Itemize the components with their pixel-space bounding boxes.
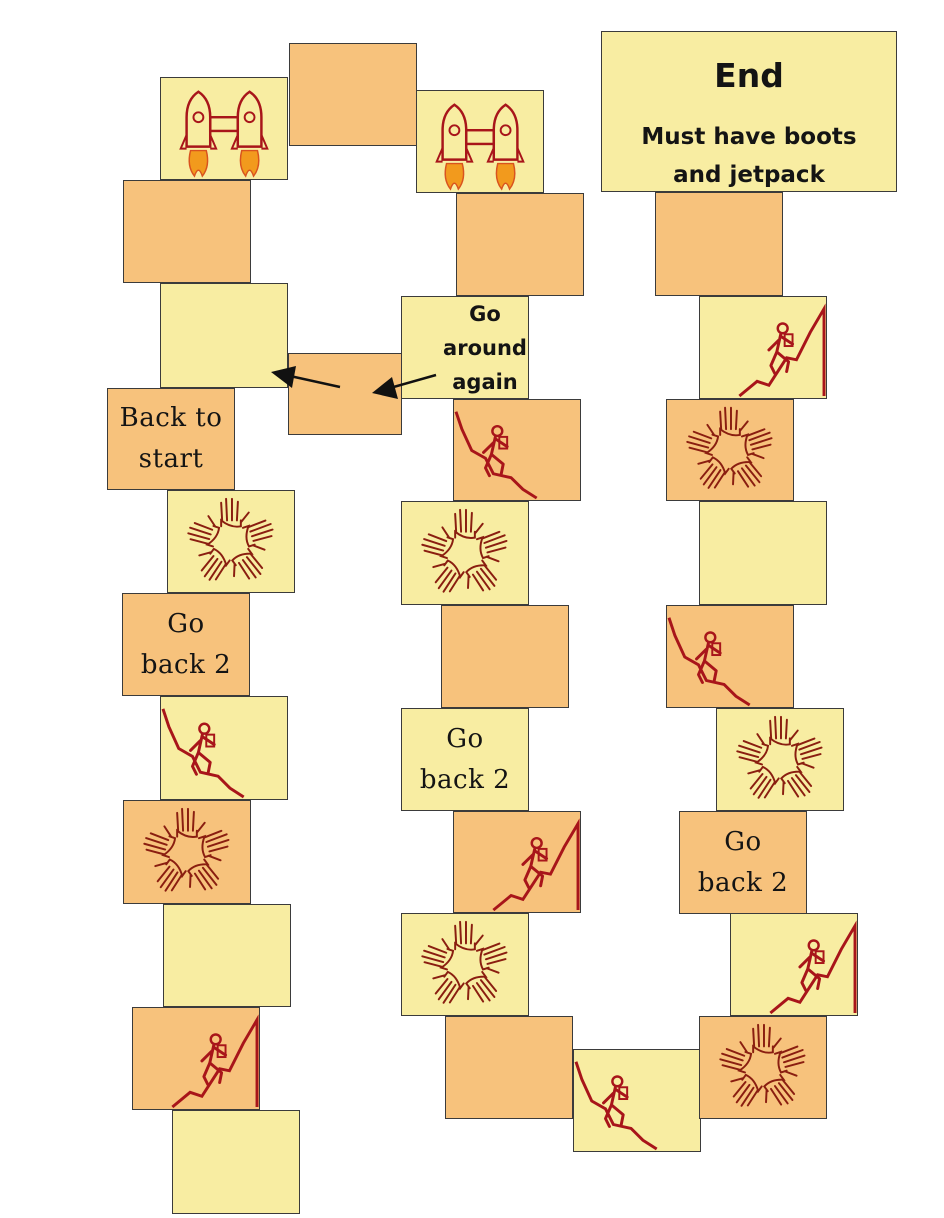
board-square: [172, 1110, 300, 1214]
back-to-start-label: Back to start: [119, 403, 223, 474]
jetpack-icon: [179, 90, 269, 178]
hands-square: [716, 708, 844, 811]
hands-square: [167, 490, 295, 593]
climber-square: [453, 811, 581, 913]
hands-square: [401, 501, 529, 605]
climber-square: [573, 1049, 701, 1152]
climber-icon: [738, 303, 826, 398]
climber-square: [730, 913, 858, 1016]
go-around-again-square: Go around again: [401, 296, 529, 399]
go-back-2-square: Go back 2: [679, 811, 807, 914]
board-square: [160, 283, 288, 388]
go-back-2-label: Go back 2: [697, 826, 789, 898]
jetpack-square: [160, 77, 288, 180]
climber-square: [666, 605, 794, 708]
hands-circle-icon: [686, 406, 773, 489]
back-to-start-square: Back to start: [107, 388, 235, 490]
board-square: [441, 605, 569, 708]
board-square: [445, 1016, 573, 1119]
hands-circle-icon: [421, 920, 508, 1004]
board-square: [123, 180, 251, 283]
climber-icon: [574, 1061, 658, 1151]
board-square: [289, 43, 417, 146]
jetpack-square: [416, 90, 544, 193]
climber-icon: [171, 1014, 259, 1109]
climber-icon: [492, 818, 580, 912]
go-back-2-label: Go back 2: [419, 723, 511, 795]
hands-circle-icon: [421, 508, 508, 593]
go-back-2-square: Go back 2: [401, 708, 529, 811]
board-square: [655, 192, 783, 296]
board-square: [699, 501, 827, 605]
end-title: End: [714, 56, 784, 95]
climber-icon: [161, 708, 245, 799]
hands-square: [699, 1016, 827, 1119]
climber-icon: [454, 411, 538, 500]
go-back-2-label: Go back 2: [140, 608, 232, 680]
climber-square: [132, 1007, 260, 1110]
end-square: End Must have boots and jetpack: [601, 31, 897, 192]
climber-square: [699, 296, 827, 399]
hands-circle-icon: [736, 715, 823, 799]
hands-circle-icon: [143, 807, 230, 892]
go-back-2-square: Go back 2: [122, 593, 250, 696]
hands-circle-icon: [719, 1023, 806, 1107]
hands-square: [123, 800, 251, 904]
jetpack-icon: [435, 103, 525, 191]
climber-square: [160, 696, 288, 800]
climber-icon: [769, 920, 857, 1015]
hands-square: [666, 399, 794, 501]
end-requirement: Must have boots and jetpack: [641, 124, 857, 188]
hands-square: [401, 913, 529, 1016]
go-around-again-label: Go around again: [443, 301, 527, 394]
hands-circle-icon: [187, 497, 274, 581]
board-square: [288, 353, 402, 435]
board-square: [163, 904, 291, 1007]
climber-square: [453, 399, 581, 501]
climber-icon: [667, 617, 751, 707]
board-square: [456, 193, 584, 296]
